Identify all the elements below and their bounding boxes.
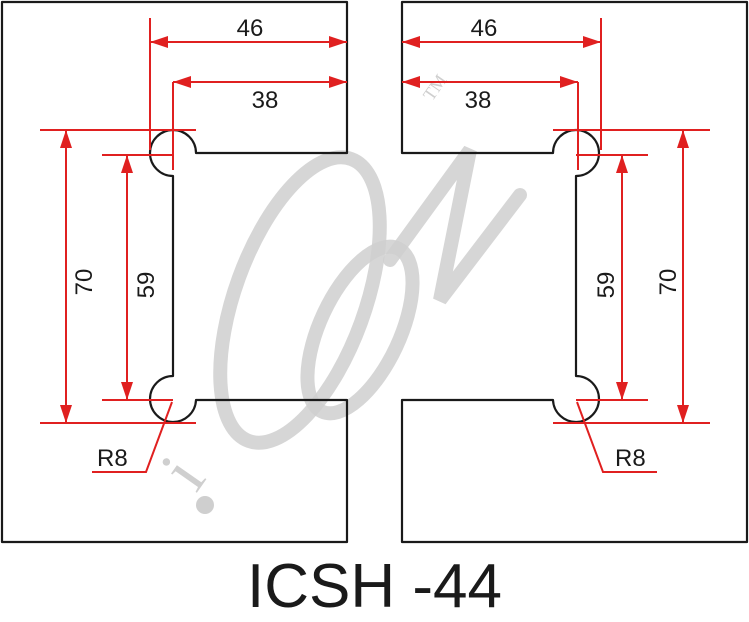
left-arrow-70-a [60, 130, 72, 148]
left-arrow-59-a [121, 155, 133, 173]
left-arrow-46-b [329, 36, 347, 48]
left-arrow-70-b [60, 405, 72, 423]
left-arrow-38-b [329, 76, 347, 88]
left-arrow-59-b [121, 382, 133, 400]
right-radius-label: R8 [615, 445, 646, 472]
left-arrow-38-a [173, 76, 191, 88]
left-part-outline [0, 0, 349, 544]
watermark-n-shape [383, 145, 527, 305]
left-dim-70-label: 70 [71, 269, 98, 296]
right-arrow-59-b [616, 382, 628, 400]
right-radius-leader [576, 401, 657, 473]
right-part-outline [400, 0, 749, 544]
right-arrow-38-b [560, 76, 578, 88]
right-arrow-70-a [677, 130, 689, 148]
left-arrow-46-a [150, 36, 168, 48]
watermark-trademark: TM [419, 71, 451, 105]
part-number-title: ICSH -44 [247, 552, 502, 621]
left-radius-label: R8 [97, 445, 128, 472]
left-part: 46 38 70 59 R8 [0, 0, 349, 544]
right-arrow-70-b [677, 405, 689, 423]
watermark-c-shape [213, 150, 387, 450]
left-radius-leader [92, 401, 173, 473]
watermark-i-dot [196, 496, 214, 514]
right-dim-46-label: 46 [471, 15, 498, 42]
right-arrow-38-a [402, 76, 420, 88]
watermark-letter-i: i [146, 443, 220, 503]
right-arrow-59-a [616, 155, 628, 173]
watermark: i TM [146, 71, 527, 514]
right-dim-38-label: 38 [465, 87, 492, 114]
left-dim-46-label: 46 [237, 15, 264, 42]
left-dim-38-label: 38 [252, 87, 279, 114]
left-dim-59-label: 59 [133, 272, 160, 299]
right-dim-59-label: 59 [593, 272, 620, 299]
right-part: 46 38 70 59 R8 [400, 0, 749, 544]
right-arrow-46-a [402, 36, 420, 48]
right-arrow-46-b [583, 36, 601, 48]
right-dim-70-label: 70 [655, 269, 682, 296]
